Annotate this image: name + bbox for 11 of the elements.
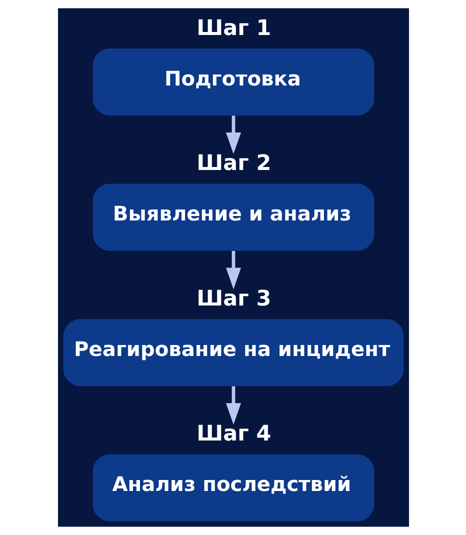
node-box: Подготовка [92,48,374,116]
node-label: Шаг 4 [196,422,271,447]
arrow [225,386,241,425]
node-box: Выявление и анализ [92,184,374,251]
node-label: Шаг 1 [196,16,271,41]
arrow [225,116,241,154]
node-label: Шаг 3 [196,286,271,312]
node-label: Шаг 2 [196,151,271,176]
node-box: Реагирование на инцидент [62,319,404,386]
node-box: Анализ последствий [92,454,374,522]
arrow [225,250,241,290]
